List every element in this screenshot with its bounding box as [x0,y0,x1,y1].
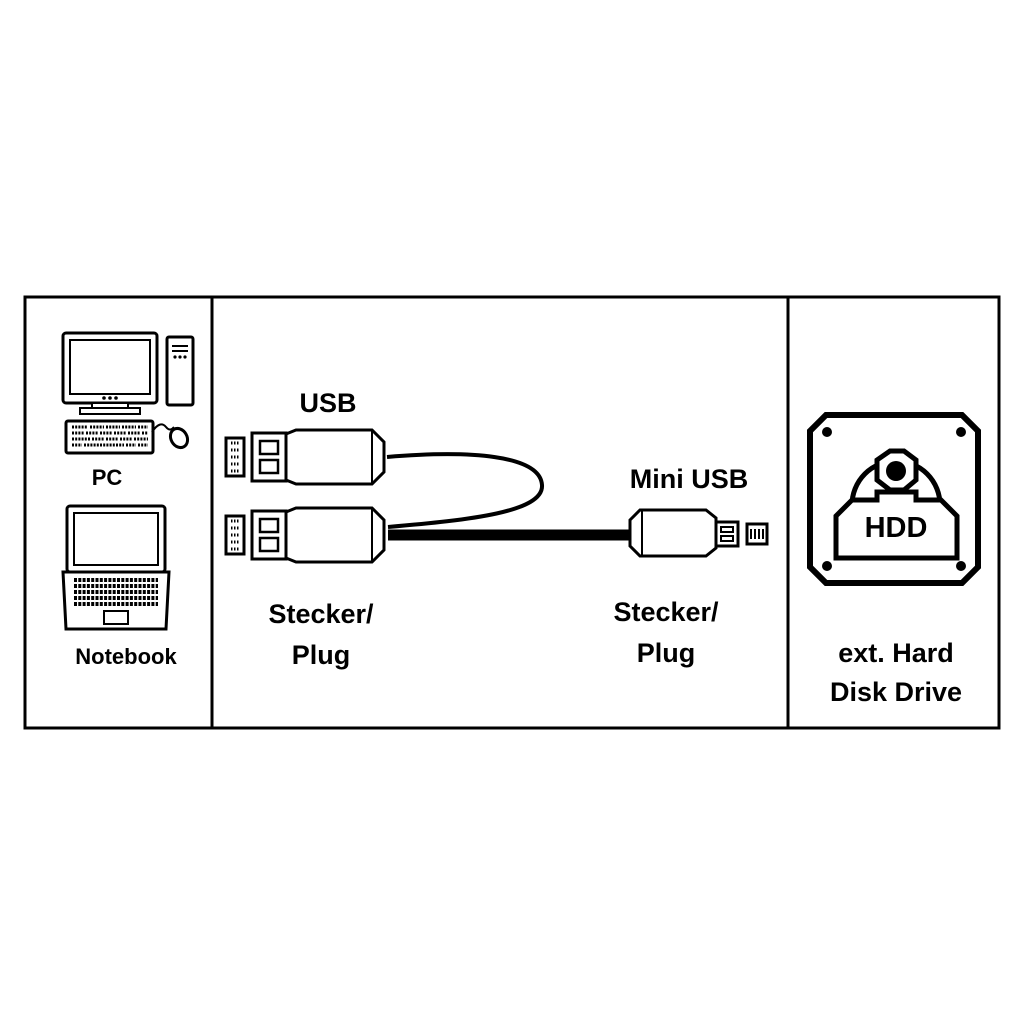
left-plug-label-line2: Plug [292,640,351,670]
usb-cable-branch-upper [386,452,545,529]
hard-disk-icon [807,412,981,586]
usb-label: USB [299,388,356,418]
diagram-frame [23,295,1001,730]
usb-a-plug-lower [224,506,386,564]
right-plug-label-line2: Plug [637,638,696,668]
hdd-label-line1: ext. Hard [838,638,954,668]
notebook-icon [61,504,171,631]
usb-a-plug-upper [224,428,386,486]
notebook-label: Notebook [75,644,177,669]
hdd-badge-text: HDD [865,512,928,544]
pc-icon [61,331,195,455]
right-plug-label-line1: Stecker/ [613,597,719,627]
pc-label: PC [92,465,123,490]
hdd-label-line2: Disk Drive [830,677,962,707]
mini-usb-plug [628,508,769,558]
mini-usb-label: Mini USB [630,464,749,494]
left-plug-label-line1: Stecker/ [268,599,374,629]
